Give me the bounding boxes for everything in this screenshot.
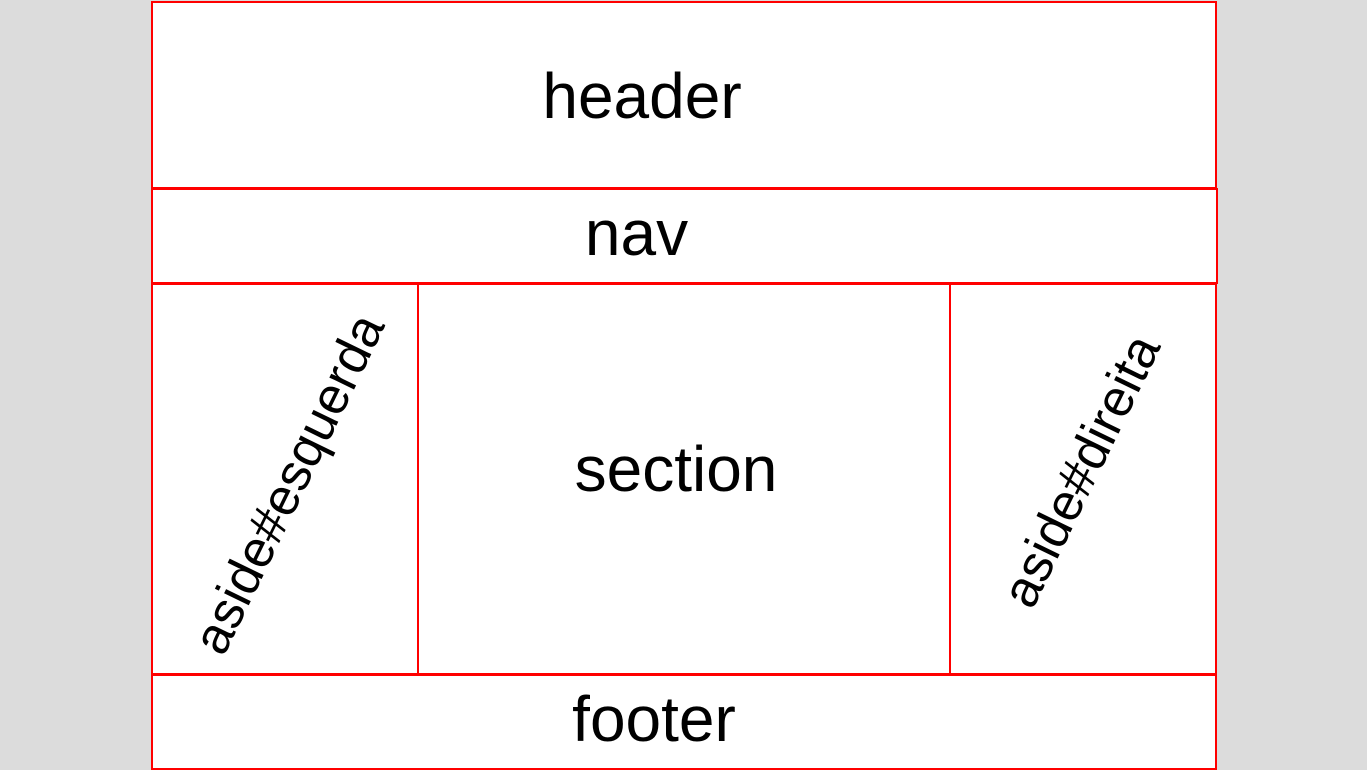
aside-left-label: aside#esquerda	[181, 304, 397, 664]
nav-box: nav	[151, 188, 1218, 284]
aside-left-box: aside#esquerda	[151, 283, 419, 675]
section-label: section	[574, 433, 778, 505]
footer-label: footer	[572, 683, 736, 755]
nav-label: nav	[584, 197, 689, 269]
header-box: header	[151, 1, 1217, 189]
section-box: section	[417, 283, 951, 675]
header-label: header	[542, 60, 742, 132]
aside-right-box: aside#direita	[949, 283, 1217, 675]
footer-box: footer	[151, 674, 1217, 770]
aside-right-label: aside#direita	[990, 325, 1172, 617]
